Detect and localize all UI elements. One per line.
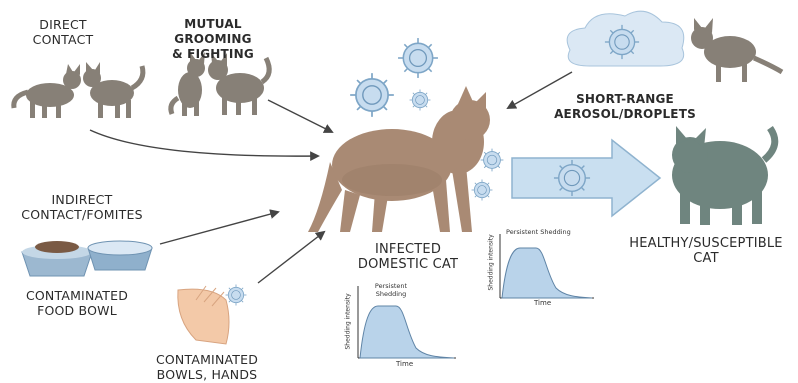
sneezing-cat xyxy=(691,18,782,82)
virus-icon xyxy=(472,180,493,201)
virus-icon xyxy=(398,38,438,78)
shedding-chart-xlabel: Time xyxy=(534,299,551,307)
food-bowl xyxy=(22,241,92,276)
direct-contact-cats xyxy=(14,62,143,118)
hands xyxy=(178,286,229,344)
label-mutual-grooming: MUTUAL GROOMING& FIGHTING xyxy=(148,17,278,62)
infected-cat-shading xyxy=(342,164,442,196)
aerosol-cloud xyxy=(567,11,684,66)
shedding-chart-2: Persistent Shedding Shedding intensity T… xyxy=(486,226,598,310)
shedding-chart-title: Persistent Shedding xyxy=(506,228,586,236)
virus-icon xyxy=(410,90,431,111)
shedding-chart-title: Persistent Shedding xyxy=(366,282,416,298)
infected-cat xyxy=(308,86,490,232)
water-bowl xyxy=(88,241,152,270)
shedding-chart-1: Persistent Shedding Shedding intensity T… xyxy=(344,280,462,372)
virus-icon xyxy=(350,73,394,117)
healthy-cat xyxy=(672,126,775,225)
shedding-chart-ylabel: Shedding intensity xyxy=(488,233,495,291)
shedding-chart-xlabel: Time xyxy=(396,360,413,368)
transmission-arrow xyxy=(512,140,660,216)
virus-icon xyxy=(481,149,504,172)
shedding-chart-ylabel: Shedding intensity xyxy=(345,290,352,350)
virus-icon xyxy=(226,285,247,306)
